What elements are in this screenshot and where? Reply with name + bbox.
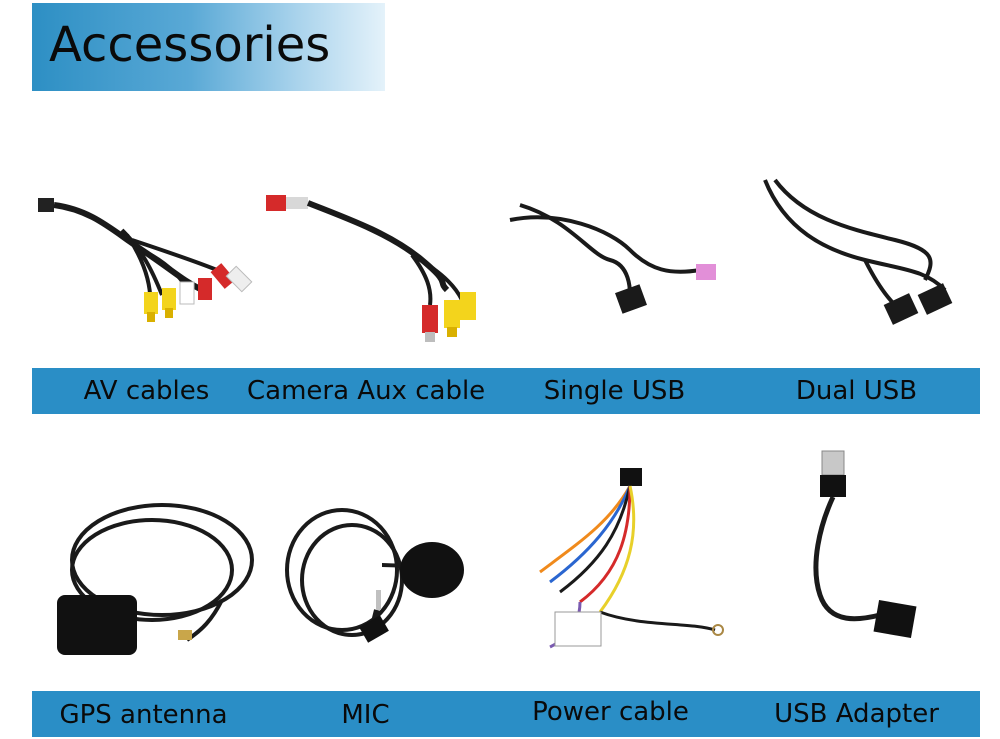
item-label-power-cable: Power cable	[532, 697, 689, 727]
product-image-usb-adapter	[780, 445, 960, 685]
label-band-top	[32, 368, 980, 414]
title-banner: Accessories	[32, 3, 385, 91]
item-label-single-usb: Single USB	[543, 376, 686, 406]
item-label-mic: MIC	[341, 700, 390, 730]
item-label-camera-aux-cable: Camera Aux cable	[247, 376, 486, 406]
label-band-bottom	[32, 691, 980, 737]
item-label-dual-usb: Dual USB	[795, 376, 918, 406]
product-image-single-usb	[500, 180, 735, 360]
page-title: Accessories	[49, 17, 331, 73]
product-image-gps-antenna	[32, 490, 262, 685]
product-image-power-cable	[520, 462, 740, 685]
item-label-usb-adapter: USB Adapter	[774, 699, 939, 729]
item-label-av-cables: AV cables	[83, 376, 210, 406]
product-image-mic	[262, 490, 497, 685]
product-image-dual-usb	[745, 170, 980, 360]
item-label-gps-antenna: GPS antenna	[59, 700, 228, 730]
product-image-av-cables	[32, 170, 262, 360]
product-image-camera-aux-cable	[262, 180, 497, 360]
